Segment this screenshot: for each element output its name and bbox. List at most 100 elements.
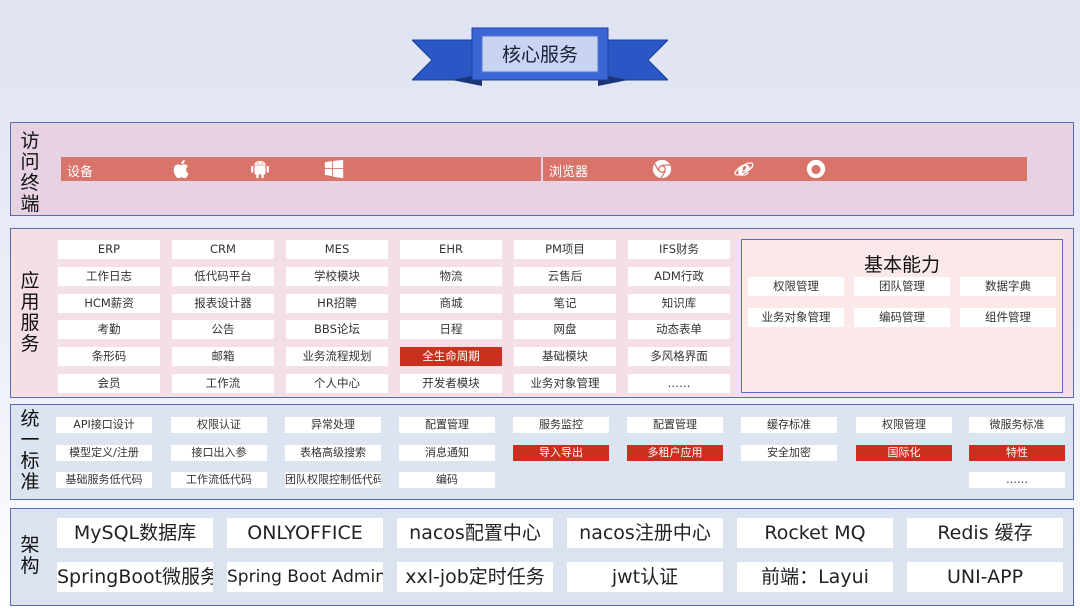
app-module-item[interactable]: HCM薪资 [58, 293, 160, 313]
core-services-banner: 核心服务 [412, 22, 668, 92]
app-module-item[interactable]: 条形码 [58, 347, 160, 367]
app-module-item[interactable]: 个人中心 [286, 374, 388, 393]
banner-title: 核心服务 [501, 44, 578, 66]
app-module-item[interactable]: 知识库 [628, 293, 730, 313]
capability-item[interactable]: 权限管理 [748, 277, 844, 296]
app-module-item[interactable]: 云售后 [514, 266, 616, 286]
app-module-item[interactable]: 邮箱 [172, 347, 274, 367]
architecture-section: 架构 MySQL数据库 ONLYOFFICE nacos配置中心 nacos注册中心 R… [10, 508, 1074, 606]
architecture-item[interactable]: SpringBoot微服务 [57, 562, 213, 592]
standard-item[interactable]: 多租户应用 [627, 444, 723, 461]
firefox-icon[interactable] [805, 158, 827, 180]
browser-label: 浏览器 [549, 165, 589, 180]
standard-item[interactable]: 权限管理 [856, 417, 952, 433]
device-label: 设备 [67, 165, 94, 180]
section-title: 应用服务 [20, 270, 40, 355]
architecture-item[interactable]: nacos配置中心 [397, 518, 553, 548]
standard-item[interactable]: 配置管理 [399, 417, 495, 433]
app-module-item[interactable]: BBS论坛 [286, 320, 388, 340]
capability-item[interactable]: 团队管理 [854, 277, 950, 296]
architecture-item[interactable]: ONLYOFFICE [227, 518, 383, 548]
standard-item[interactable]: 缓存标准 [741, 417, 837, 433]
standard-item[interactable]: …… [969, 472, 1065, 488]
architecture-item[interactable]: Spring Boot Admin [227, 562, 383, 592]
app-module-item[interactable]: HR招聘 [286, 293, 388, 313]
architecture-item[interactable]: MySQL数据库 [57, 518, 213, 548]
apple-icon[interactable] [171, 158, 193, 180]
app-module-item[interactable]: 工作流 [172, 374, 274, 393]
app-module-item[interactable]: 学校模块 [286, 266, 388, 286]
app-module-item[interactable]: 物流 [400, 266, 502, 286]
app-module-item[interactable]: 低代码平台 [172, 266, 274, 286]
standard-item[interactable]: 异常处理 [285, 417, 381, 433]
app-module-item[interactable]: ADM行政 [628, 266, 730, 286]
standard-item[interactable]: 特性 [969, 444, 1065, 461]
standard-item[interactable]: 模型定义/注册 [56, 444, 152, 461]
ie-icon[interactable]: e [733, 156, 755, 180]
app-module-item[interactable]: 业务流程规划 [286, 347, 388, 367]
app-module-item[interactable]: ERP [58, 240, 160, 259]
section-title: 统一标准 [20, 408, 40, 493]
standard-item[interactable]: 安全加密 [741, 444, 837, 461]
chrome-icon[interactable] [651, 158, 673, 180]
app-module-item[interactable]: 多风格界面 [628, 347, 730, 367]
app-module-item[interactable]: …… [628, 374, 730, 393]
basic-capability-box: 基本能力 权限管理团队管理数据字典业务对象管理编码管理组件管理 [741, 239, 1063, 393]
app-module-item[interactable]: 日程 [400, 320, 502, 340]
standard-item[interactable]: 团队权限控制低代码 [285, 472, 381, 488]
architecture-item[interactable]: Redis 缓存 [907, 518, 1063, 548]
capability-title: 基本能力 [863, 254, 940, 276]
app-module-item[interactable]: 全生命周期 [400, 347, 502, 367]
standard-item[interactable]: 服务监控 [513, 417, 609, 433]
standard-item[interactable]: 导入导出 [513, 444, 609, 461]
standard-item[interactable]: 权限认证 [171, 417, 267, 433]
standard-item[interactable]: 微服务标准 [969, 417, 1065, 433]
capability-item[interactable]: 编码管理 [854, 308, 950, 327]
android-icon[interactable] [249, 158, 271, 180]
architecture-item[interactable]: xxl-job定时任务 [397, 562, 553, 592]
architecture-item[interactable]: UNI-APP [907, 562, 1063, 592]
app-module-item[interactable]: 笔记 [514, 293, 616, 313]
app-module-item[interactable]: 基础模块 [514, 347, 616, 367]
capability-item[interactable]: 业务对象管理 [748, 308, 844, 327]
standard-item[interactable]: 国际化 [856, 444, 952, 461]
standard-item[interactable]: 接口出入参 [171, 444, 267, 461]
architecture-item[interactable]: Rocket MQ [737, 518, 893, 548]
app-module-item[interactable]: PM项目 [514, 240, 616, 259]
app-module-item[interactable]: 商城 [400, 293, 502, 313]
app-module-item[interactable]: 动态表单 [628, 320, 730, 340]
device-bar: 设备 [61, 157, 541, 181]
architecture-item[interactable]: jwt认证 [567, 562, 723, 592]
browser-bar: 浏览器 e [543, 156, 1027, 181]
unified-standards-section: 统一标准 API接口设计 权限认证 异常处理 配置管理 服务监控 配置管理 缓存标准 权限管理… [10, 404, 1074, 500]
app-module-item[interactable]: EHR [400, 240, 502, 259]
capability-item[interactable]: 数据字典 [960, 277, 1056, 296]
app-module-item[interactable]: 会员 [58, 374, 160, 393]
standard-item[interactable]: 基础服务低代码 [56, 472, 152, 488]
app-module-item[interactable]: 业务对象管理 [514, 374, 616, 393]
app-module-item[interactable]: 报表设计器 [172, 293, 274, 313]
architecture-item[interactable]: 前端：Layui [737, 562, 893, 592]
architecture-item[interactable]: nacos注册中心 [567, 518, 723, 548]
capability-item[interactable]: 组件管理 [960, 308, 1056, 327]
app-module-item[interactable]: 公告 [172, 320, 274, 340]
standard-item[interactable]: 消息通知 [399, 444, 495, 461]
ribbon-shape [412, 27, 668, 86]
windows-icon[interactable] [323, 158, 345, 180]
app-module-item[interactable]: 开发者模块 [400, 374, 502, 393]
standard-item[interactable]: 配置管理 [627, 417, 723, 433]
standard-item[interactable]: 工作流低代码 [171, 472, 267, 488]
app-module-item[interactable]: 网盘 [514, 320, 616, 340]
svg-text:e: e [738, 158, 751, 180]
standard-item[interactable]: 编码 [399, 472, 495, 488]
app-module-item[interactable]: MES [286, 240, 388, 259]
standard-item[interactable]: API接口设计 [56, 417, 152, 433]
section-title: 架构 [20, 534, 40, 577]
app-module-item[interactable]: IFS财务 [628, 240, 730, 259]
application-services-section: 应用服务 ERP CRM MES EHR PM项目 IFS财务工作日志低代码平台学校模块物… [10, 228, 1074, 398]
app-module-item[interactable]: 考勤 [58, 320, 160, 340]
app-module-item[interactable]: 工作日志 [58, 266, 160, 286]
app-module-item[interactable]: CRM [172, 240, 274, 259]
section-title: 访问终端 [20, 130, 40, 215]
standard-item[interactable]: 表格高级搜索 [285, 444, 381, 461]
